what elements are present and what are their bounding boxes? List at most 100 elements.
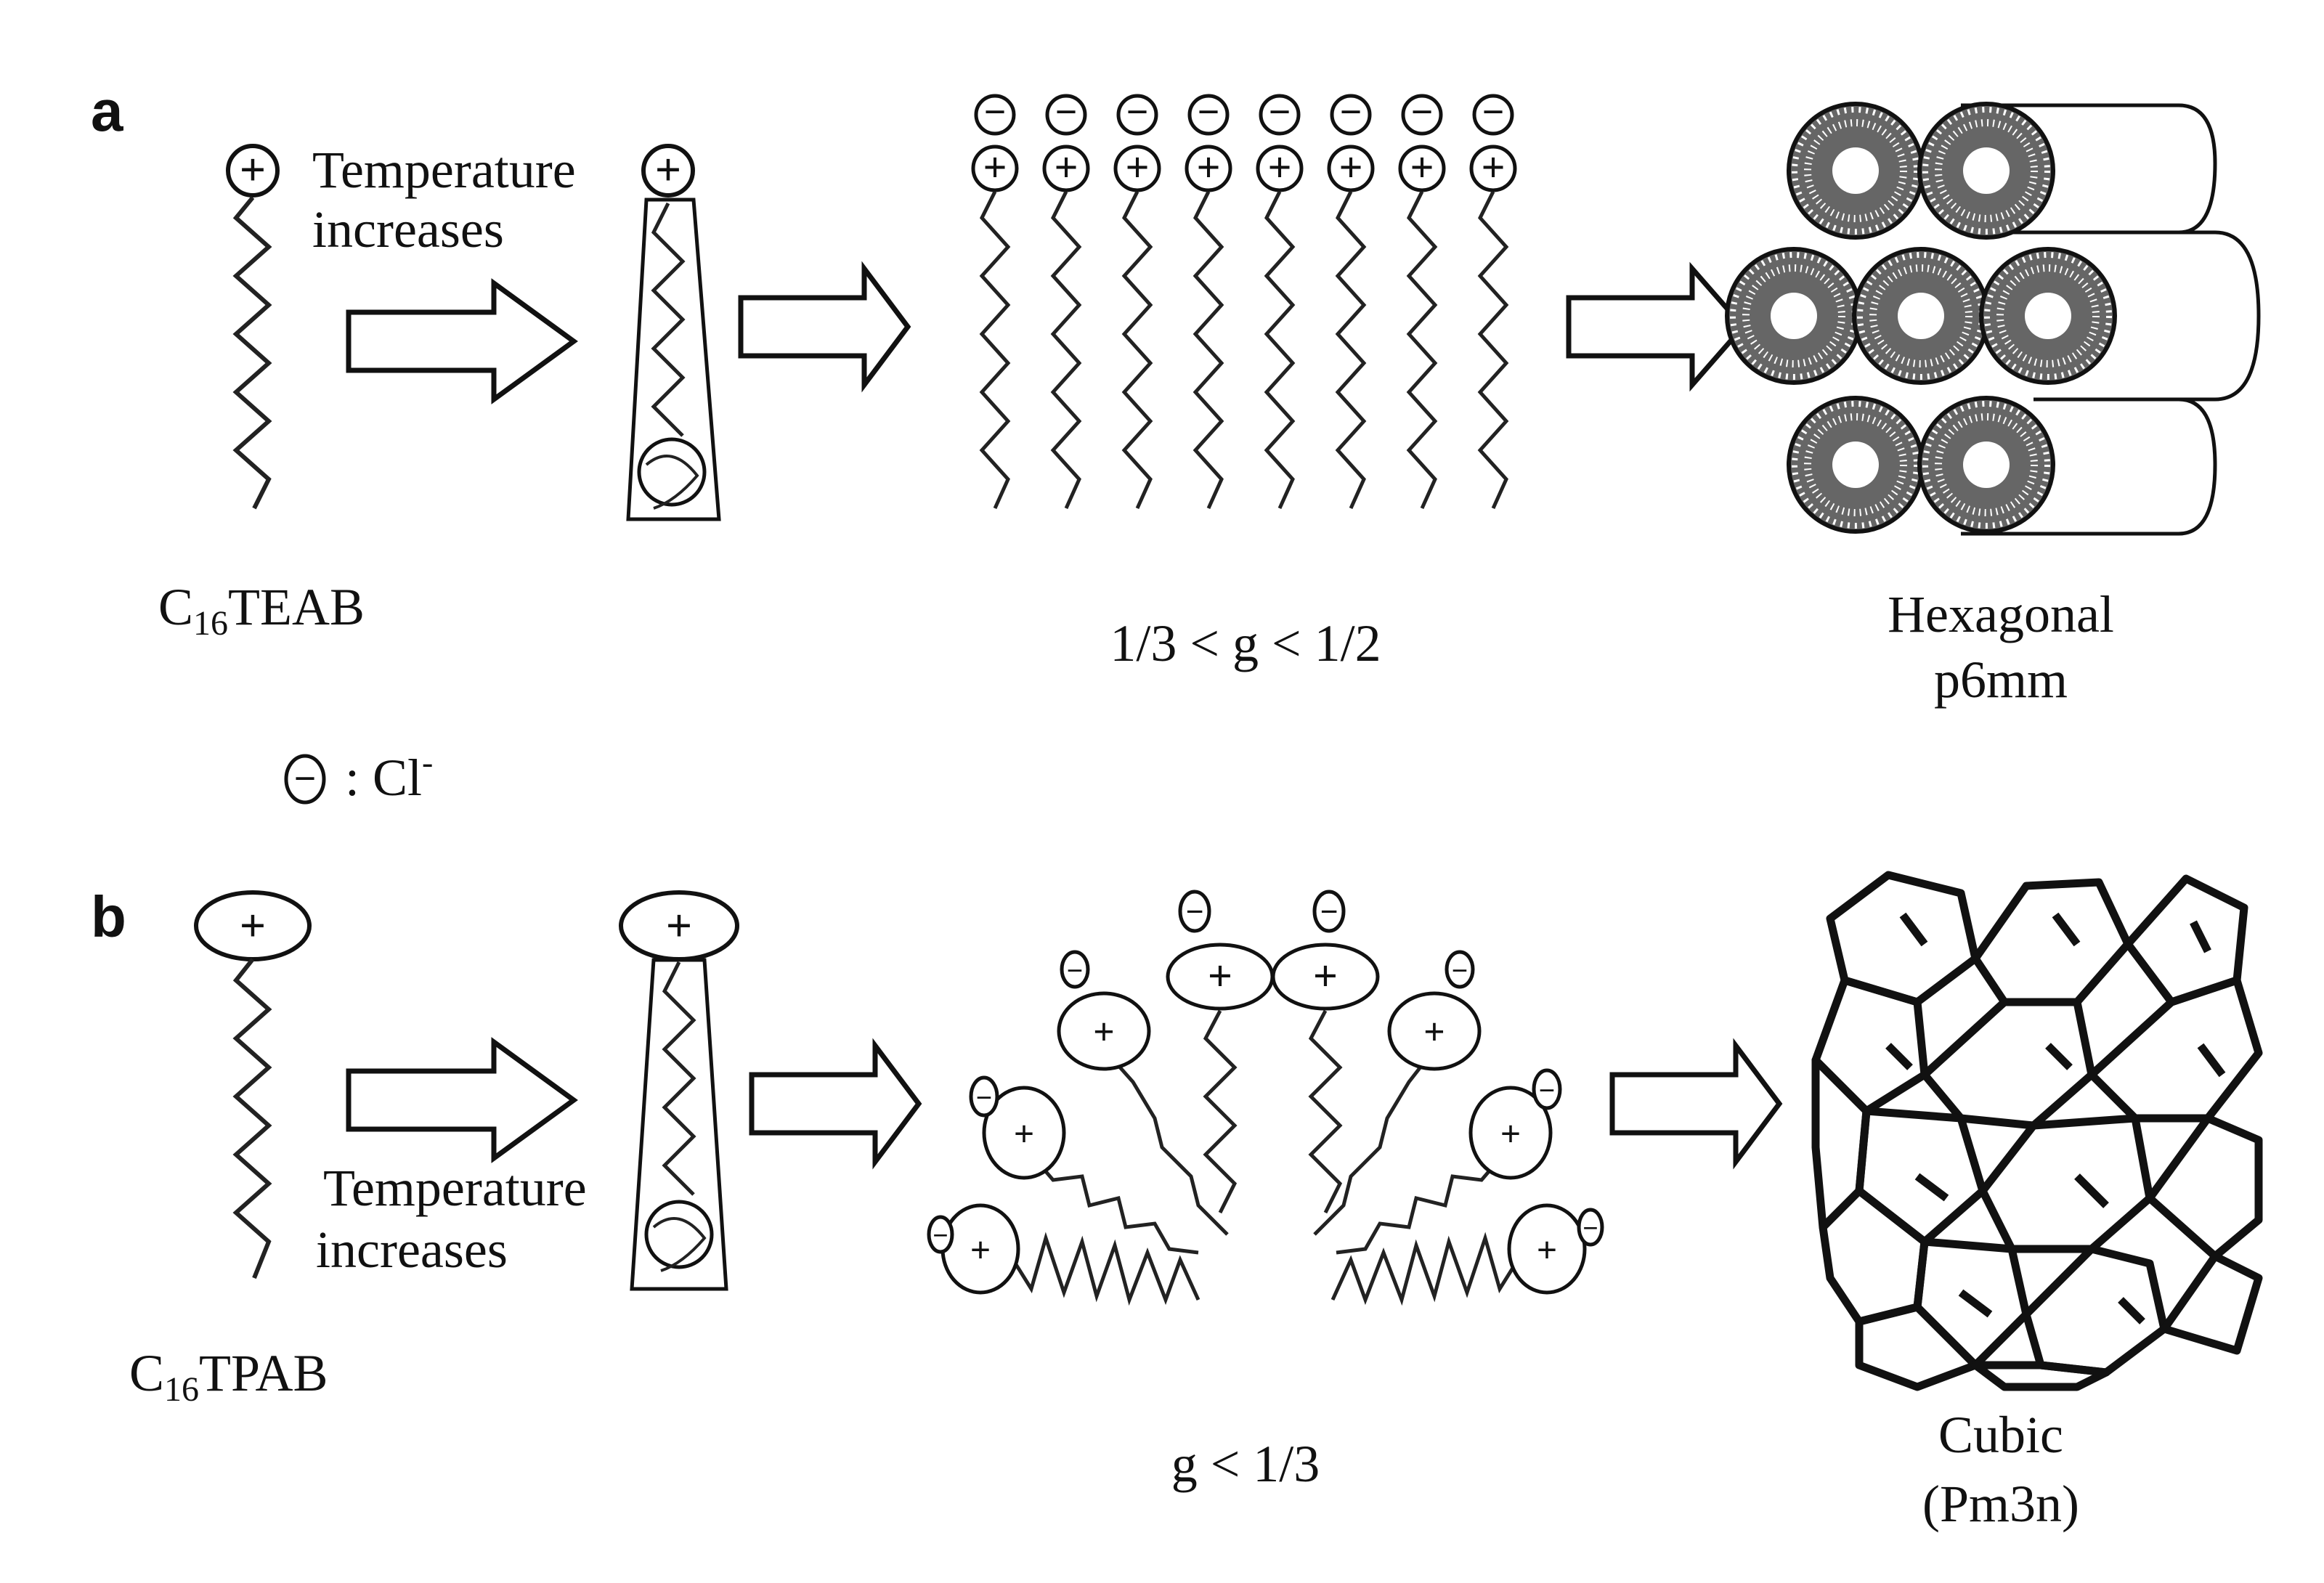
arrow-right-icon	[1609, 1038, 1783, 1170]
anion-icon	[1312, 890, 1346, 933]
anion-icon	[1401, 94, 1443, 136]
micelle-cross-section	[1917, 102, 2055, 240]
micelle-surfactant-unit: + −	[1330, 1203, 1604, 1306]
hexagonal-cylinders-icon	[1725, 102, 2261, 536]
micelle-surfactant-unit: + −	[927, 1203, 1200, 1306]
spherical-micelle-segment: + − + − + − +	[927, 890, 1604, 1306]
chain-loop-inner	[652, 1217, 707, 1272]
array-unit: − +	[1398, 90, 1446, 510]
alkyl-chain-icon	[1308, 1009, 1343, 1214]
arrow-right-icon	[346, 278, 578, 404]
alkyl-chain-icon	[979, 190, 1011, 510]
packing-parameter-b: g < 1/3	[1171, 1435, 1320, 1493]
anion-icon	[1259, 94, 1301, 136]
plus-sign: +	[240, 900, 266, 951]
cation-head-icon	[1327, 145, 1375, 192]
array-unit: − +	[1113, 90, 1161, 510]
minus-sign: −	[984, 90, 1007, 134]
plus-sign: +	[1537, 1229, 1558, 1270]
alkyl-chain-icon	[232, 958, 272, 1279]
micelle-cross-section	[1787, 102, 1925, 240]
plus-sign: +	[1014, 1113, 1035, 1154]
plus-sign: +	[1093, 1012, 1115, 1053]
anion-icon	[284, 754, 326, 805]
temperature-label-line1: Temperature	[312, 141, 576, 199]
array-unit: − +	[1256, 90, 1304, 510]
panel-a: a + Temperature increases + − +	[91, 78, 2261, 709]
alkyl-chain-icon	[651, 202, 686, 437]
anion-icon	[1445, 950, 1475, 989]
micelle-surfactant-unit: + −	[1271, 890, 1380, 1214]
cone-shaped-surfactant-a: +	[626, 144, 721, 521]
space-group-b: (Pm3n)	[1922, 1475, 2079, 1533]
minus-sign: −	[1411, 90, 1434, 134]
surfactant-array-a: − + − + − + −	[971, 90, 1517, 510]
plus-sign: +	[970, 1229, 991, 1270]
temperature-label-line1: Temperature	[323, 1159, 587, 1217]
cone-shaped-surfactant-b: +	[619, 890, 739, 1291]
anion-icon	[1178, 890, 1211, 933]
alkyl-chain-icon	[1477, 190, 1509, 510]
panel-b: b + Temperature increases + + −	[91, 871, 2263, 1533]
surfactant-name-b: C16TPAB	[129, 1344, 328, 1409]
alkyl-chain-icon	[232, 196, 272, 510]
plus-sign: +	[1125, 144, 1149, 191]
cation-head-icon	[1507, 1203, 1587, 1295]
cation-head-icon	[1113, 145, 1161, 192]
micelle-surfactant-unit: + −	[1057, 950, 1229, 1236]
micelle-surfactant-unit: + −	[1336, 1068, 1562, 1255]
anion-icon	[1060, 950, 1090, 989]
alkyl-chain-icon	[1406, 190, 1438, 510]
anion-icon	[1532, 1068, 1562, 1110]
anion-icon	[1187, 94, 1230, 136]
cation-head-icon	[1057, 991, 1151, 1071]
panel-b-label: b	[91, 884, 126, 949]
packing-parameter-a: 1/3 < g < 1/2	[1110, 614, 1381, 672]
alkyl-chain-icon	[1121, 190, 1153, 510]
chain-loop	[644, 1200, 714, 1269]
minus-sign: −	[1067, 954, 1084, 987]
phase-name-a: Hexagonal	[1888, 585, 2114, 643]
alkyl-chain-icon	[662, 961, 696, 1196]
cation-head-icon	[1271, 943, 1380, 1011]
plus-sign: +	[655, 144, 681, 195]
anion-icon	[1577, 1208, 1604, 1247]
anion-icon	[1330, 94, 1372, 136]
minus-sign: −	[1582, 1213, 1598, 1244]
micelle-cross-section	[1787, 396, 1925, 534]
minus-sign: −	[1269, 90, 1291, 134]
cation-head-icon	[1469, 145, 1517, 192]
plus-sign: +	[1338, 144, 1362, 191]
plus-sign: +	[1054, 144, 1078, 191]
cation-head-icon	[1387, 991, 1482, 1071]
minus-sign: −	[1055, 90, 1078, 134]
cation-head-icon	[971, 145, 1019, 192]
plus-sign: +	[983, 144, 1007, 191]
plus-sign: +	[1208, 952, 1232, 1000]
legend: − : Cl-	[284, 744, 433, 807]
chain-loop	[637, 437, 707, 507]
surfactant-molecule-b: +	[194, 890, 312, 1279]
minus-sign: −	[1126, 90, 1149, 134]
cation-head-icon	[1256, 145, 1304, 192]
arrow-right-icon	[346, 1037, 578, 1163]
legend-label: : Cl-	[345, 744, 433, 807]
alkyl-chain-icon	[1264, 190, 1296, 510]
micelle-surfactant-unit: + −	[1313, 950, 1482, 1236]
anion-icon	[927, 1215, 954, 1254]
cation-head-icon	[1468, 1086, 1553, 1180]
arrow-right-icon	[738, 261, 911, 393]
plus-sign: +	[240, 144, 266, 195]
plus-sign: +	[1267, 144, 1291, 191]
cation-head-icon	[226, 144, 280, 198]
cation-head-icon	[641, 144, 695, 198]
cubic-cage-icon	[1811, 871, 2263, 1391]
cation-head-icon	[982, 1086, 1066, 1180]
anion-icon	[1116, 94, 1158, 136]
array-unit: − +	[1042, 90, 1090, 510]
panel-a-label: a	[91, 78, 123, 143]
minus-sign: −	[1198, 90, 1220, 134]
plus-sign: +	[1423, 1012, 1445, 1053]
surfactant-molecule-a: +	[226, 144, 280, 510]
micelle-cross-section	[1725, 247, 1863, 385]
